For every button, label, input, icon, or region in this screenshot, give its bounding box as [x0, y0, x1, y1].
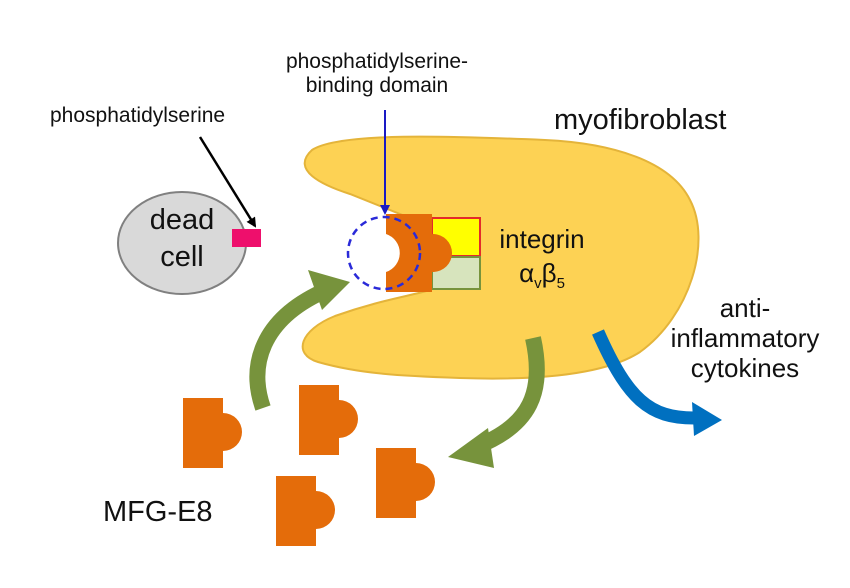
- bound-mfg-e8: [386, 214, 452, 292]
- mfg-e8-molecule: [299, 385, 358, 455]
- mfg-e8-molecule: [276, 476, 335, 546]
- green-arrow-up: [249, 270, 350, 411]
- binding-domain-label: phosphatidylserine- binding domain: [262, 50, 492, 98]
- integrin-beta-symbol: β: [541, 257, 557, 288]
- integrin-label-line1: integrin: [499, 224, 585, 254]
- integrin-label: integrin αvβ5: [486, 224, 598, 293]
- mfg-e8-label: MFG-E8: [103, 496, 213, 528]
- mfg-e8-molecule: [183, 398, 242, 468]
- myofibroblast-label: myofibroblast: [554, 104, 727, 136]
- phosphatidylserine-pointer: [198, 136, 257, 228]
- phosphatidylserine-marker: [232, 229, 261, 247]
- anti-inflammatory-label-line1: anti-: [719, 293, 771, 323]
- integrin-alpha-symbol: α: [519, 257, 535, 288]
- integrin-v-subscript: v: [534, 275, 542, 293]
- blue-arrow-cytokines: [592, 329, 722, 436]
- binding-domain-label-line1: phosphatidylserine-: [285, 50, 469, 73]
- green-arrow-down: [448, 336, 545, 468]
- binding-domain-circle: [346, 215, 422, 291]
- dead-cell-label-line1: dead: [149, 204, 215, 236]
- binding-domain-label-line2: binding domain: [305, 74, 449, 98]
- integrin-label-line2: αvβ5: [486, 257, 598, 293]
- mfg-e8-molecules: [183, 385, 435, 546]
- anti-inflammatory-label-line3: cytokines: [690, 352, 800, 383]
- phosphatidylserine-label: phosphatidylserine: [50, 104, 226, 127]
- mfg-e8-molecule: [376, 448, 435, 518]
- dead-cell-label-line2: cell: [160, 241, 204, 274]
- integrin-5-subscript: 5: [556, 275, 565, 293]
- anti-inflammatory-label: anti- inflammatory cytokines: [650, 293, 840, 384]
- dead-cell-label: dead cell: [132, 204, 232, 275]
- anti-inflammatory-label-line2: inflammatory: [670, 322, 820, 353]
